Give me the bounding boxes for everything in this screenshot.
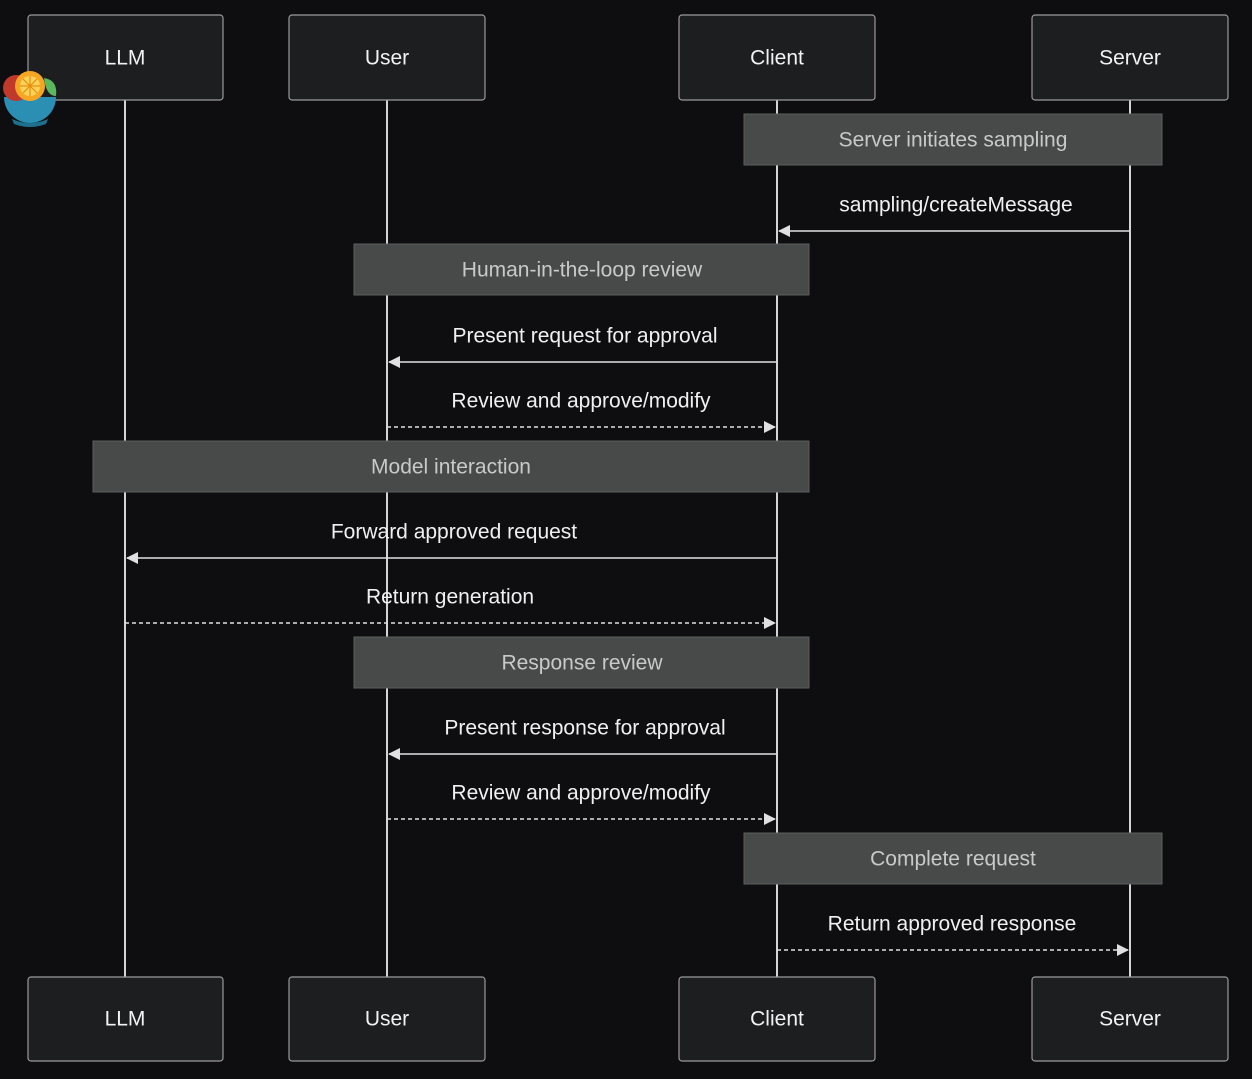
message-return-approved-response: Return approved response — [777, 913, 1129, 956]
message-label: Present response for approval — [444, 717, 725, 740]
message-forward-approved-request: Forward approved request — [126, 521, 777, 564]
note-label: Response review — [501, 652, 663, 675]
participant-label: LLM — [105, 1008, 146, 1031]
participant-server-top: Server — [1031, 14, 1229, 101]
participant-llm-bottom: LLM — [27, 976, 224, 1062]
message-label: Review and approve/modify — [451, 782, 711, 805]
participant-label: Client — [750, 1008, 804, 1031]
note-label: Human-in-the-loop review — [462, 259, 703, 282]
note-human-in-the-loop-review: Human-in-the-loop review — [353, 243, 810, 296]
message-label: Present request for approval — [453, 325, 718, 348]
message-label: Review and approve/modify — [451, 390, 711, 413]
participant-server-bottom: Server — [1031, 976, 1229, 1062]
fruit-bowl-icon — [3, 71, 57, 127]
note-model-interaction: Model interaction — [92, 440, 810, 493]
participant-label: User — [365, 1008, 409, 1031]
note-label: Server initiates sampling — [839, 129, 1068, 152]
participant-client-bottom: Client — [678, 976, 876, 1062]
message-review-and-approve-modify-1: Review and approve/modify — [387, 390, 776, 433]
participant-label: Server — [1099, 1008, 1161, 1031]
message-label: sampling/createMessage — [839, 194, 1072, 217]
participant-label: User — [365, 47, 409, 70]
note-complete-request: Complete request — [743, 832, 1163, 885]
participant-client-top: Client — [678, 14, 876, 101]
participant-user-top: User — [288, 14, 486, 101]
note-server-initiates-sampling: Server initiates sampling — [743, 113, 1163, 166]
participant-llm-top: LLM — [27, 14, 224, 101]
participant-label: LLM — [105, 47, 146, 70]
message-label: Return generation — [366, 586, 534, 609]
message-label: Return approved response — [828, 913, 1077, 936]
participant-user-bottom: User — [288, 976, 486, 1062]
note-label: Complete request — [870, 848, 1036, 871]
message-review-and-approve-modify-2: Review and approve/modify — [387, 782, 776, 825]
message-present-response-for-approval: Present response for approval — [388, 717, 777, 760]
message-present-request-for-approval: Present request for approval — [388, 325, 777, 368]
message-label: Forward approved request — [331, 521, 577, 544]
participant-label: Client — [750, 47, 804, 70]
message-return-generation: Return generation — [125, 586, 776, 629]
participant-label: Server — [1099, 47, 1161, 70]
note-response-review: Response review — [353, 636, 810, 689]
message-sampling-create-message: sampling/createMessage — [778, 194, 1130, 237]
note-label: Model interaction — [371, 456, 531, 479]
